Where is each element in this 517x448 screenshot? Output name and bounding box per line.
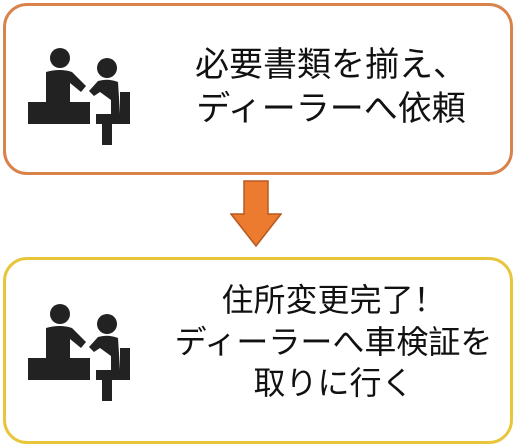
step-2-text: 住所変更完了！ ディーラーへ車検証を 取りに行く: [156, 280, 511, 405]
consultation-icon: [28, 48, 130, 145]
step-1-text: 必要書類を揃え、 ディーラーへ依頼: [166, 44, 496, 131]
step-box-1: 必要書類を揃え、 ディーラーへ依頼: [3, 3, 513, 175]
step-2-line-3: 取りに行く: [253, 364, 414, 403]
step-1-line-1: 必要書類を揃え、: [195, 45, 467, 85]
step-2-line-1: 住所変更完了！: [221, 281, 446, 319]
step-box-2: 住所変更完了！ ディーラーへ車検証を 取りに行く: [3, 257, 513, 444]
consultation-icon: [28, 304, 130, 401]
down-arrow-icon: [230, 180, 282, 248]
step-2-line-2: ディーラーへ車検証を: [174, 322, 493, 361]
step-1-line-2: ディーラーへ依頼: [196, 88, 466, 129]
